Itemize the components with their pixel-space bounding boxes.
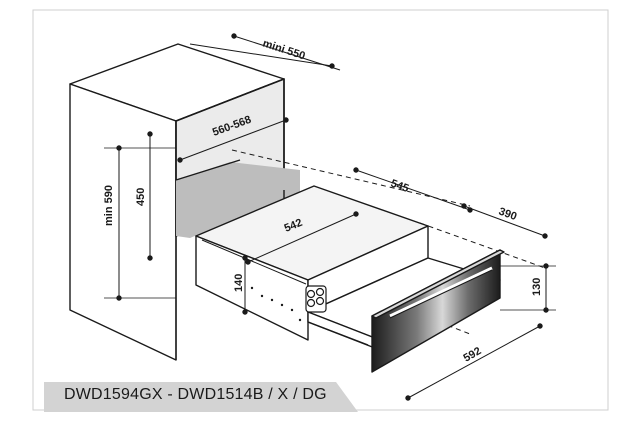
- drawer-top-inner: [201, 239, 307, 285]
- label-450: 450: [135, 188, 147, 206]
- rail-line: [307, 321, 369, 346]
- label-545: 545: [389, 178, 410, 196]
- dim-line-542: [247, 213, 357, 263]
- label-min-590: min 590: [103, 185, 115, 226]
- label-130: 130: [531, 278, 543, 296]
- dim-line-545: [355, 169, 471, 211]
- dimension-lines: [104, 33, 556, 401]
- handle-shadow: [389, 269, 493, 319]
- knob-icon: [305, 285, 327, 313]
- cabinet-left-side: [69, 83, 177, 361]
- handle-icon: [389, 266, 493, 318]
- dashed-drawer-right: [419, 222, 546, 269]
- dim-line-390: [463, 205, 546, 237]
- niche-top-edge: [175, 159, 241, 181]
- dim-line-592: [407, 325, 541, 399]
- panel-dots: [250, 286, 302, 322]
- dim-line-560-568: [179, 119, 287, 161]
- model-label-band: [44, 382, 358, 412]
- label-390: 390: [497, 206, 518, 224]
- model-label: DWD1594GX - DWD1514B / X / DG: [64, 386, 327, 403]
- glass-front: [371, 249, 505, 373]
- dim-line-mini-550: [189, 43, 333, 67]
- label-592: 592: [462, 345, 484, 365]
- label-140: 140: [233, 274, 245, 292]
- glass-top-edge: [371, 249, 505, 319]
- niche-cavity: [176, 162, 300, 238]
- dashed-depth-top: [231, 149, 471, 207]
